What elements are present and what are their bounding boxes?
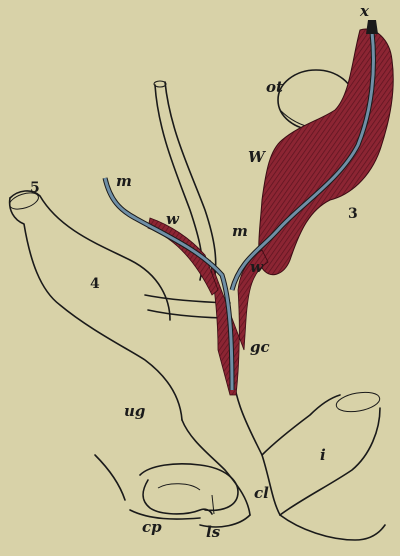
- label-m-left: m: [116, 172, 132, 190]
- label-ls: ls: [206, 523, 221, 541]
- label-gc: gc: [250, 338, 270, 356]
- label-5: 5: [30, 180, 40, 196]
- label-i: i: [320, 446, 326, 464]
- label-W: W: [248, 148, 267, 166]
- label-cl: cl: [254, 484, 269, 502]
- label-w-left: w: [166, 210, 180, 228]
- label-ug: ug: [124, 402, 145, 420]
- urogenital-sinus-outline: [8, 190, 385, 540]
- label-cp: cp: [142, 518, 162, 536]
- label-w-center: w: [250, 258, 264, 276]
- ducts: [105, 20, 378, 395]
- label-x: x: [359, 2, 370, 20]
- label-ot: ot: [266, 78, 283, 96]
- label-3: 3: [348, 206, 358, 222]
- label-4: 4: [90, 276, 100, 292]
- label-m-center: m: [232, 222, 248, 240]
